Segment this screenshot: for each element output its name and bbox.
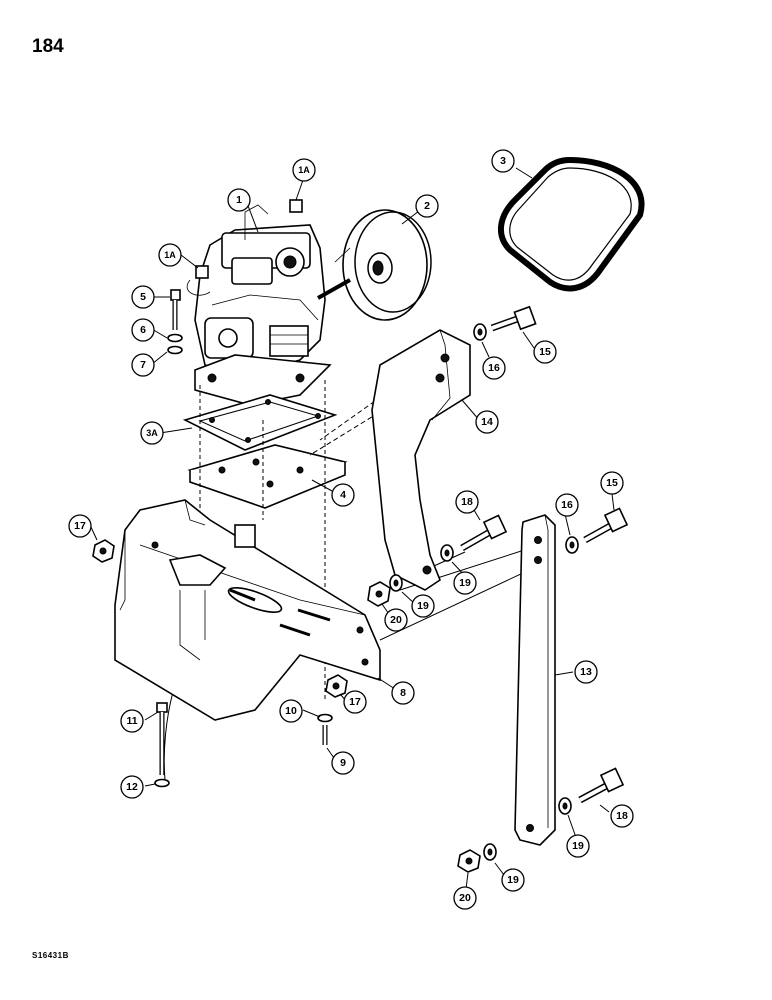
callout-3: 3 [491,149,515,173]
callout-17-right: 17 [343,690,367,714]
svg-text:12: 12 [126,781,138,793]
svg-text:14: 14 [481,416,493,428]
svg-text:18: 18 [461,496,473,508]
svg-text:13: 13 [580,666,592,678]
callout-3a: 3A [140,421,164,445]
svg-text:10: 10 [285,705,297,717]
figure-code: S16431B [32,951,69,960]
callout-10: 10 [279,699,303,723]
page-number: 184 [32,36,64,57]
support-strap [514,514,556,846]
callout-19-c: 19 [566,834,590,858]
callout-8: 8 [391,681,415,705]
callout-4: 4 [331,483,355,507]
hardware [92,199,629,873]
callout-1: 1 [227,188,251,212]
svg-text:2: 2 [424,200,430,212]
callout-12: 12 [120,775,144,799]
svg-text:20: 20 [459,892,471,904]
svg-text:17: 17 [74,520,86,532]
callout-5: 5 [131,285,155,309]
svg-text:15: 15 [539,346,551,358]
svg-text:3: 3 [500,155,506,167]
svg-text:5: 5 [140,291,146,303]
support-arm-upper [371,329,471,591]
callout-15-lower: 15 [600,471,624,495]
pulley [334,209,432,321]
svg-text:4: 4 [340,489,346,501]
mounting-base [114,499,381,721]
compressor [186,204,351,406]
adapter-plate [187,444,348,509]
svg-text:7: 7 [140,359,146,371]
callout-16-lower: 16 [555,493,579,517]
svg-text:15: 15 [606,477,618,489]
svg-text:20: 20 [390,614,402,626]
svg-text:19: 19 [507,874,519,886]
callout-7: 7 [131,353,155,377]
svg-text:6: 6 [140,324,146,336]
callout-20-lower: 20 [453,886,477,910]
svg-text:19: 19 [417,600,429,612]
callout-17-left: 17 [68,514,92,538]
svg-text:1A: 1A [164,250,176,260]
svg-text:3A: 3A [146,428,158,438]
callout-19-a: 19 [453,571,477,595]
gasket [182,394,338,451]
svg-text:1A: 1A [298,165,310,175]
callout-20-upper: 20 [384,608,408,632]
svg-text:16: 16 [561,499,573,511]
svg-text:18: 18 [616,810,628,822]
callout-16-upper: 16 [482,356,506,380]
callout-11: 11 [120,709,144,733]
callout-18-lower: 18 [610,804,634,828]
svg-text:16: 16 [488,362,500,374]
svg-text:9: 9 [340,757,346,769]
callout-13: 13 [574,660,598,684]
svg-text:19: 19 [459,577,471,589]
callout-2: 2 [415,194,439,218]
callout-1a-top: 1A [292,158,316,182]
callout-18-upper: 18 [455,490,479,514]
svg-text:19: 19 [572,840,584,852]
v-belt [498,156,645,292]
callout-6: 6 [131,318,155,342]
svg-text:1: 1 [236,194,242,206]
svg-text:8: 8 [400,687,406,699]
callout-15-upper: 15 [533,340,557,364]
callout-1a-left: 1A [158,243,182,267]
callout-14: 14 [475,410,499,434]
callout-19-b: 19 [411,594,435,618]
svg-text:11: 11 [126,715,137,727]
svg-text:17: 17 [349,696,361,708]
callout-19-d: 19 [501,868,525,892]
callout-9: 9 [331,751,355,775]
